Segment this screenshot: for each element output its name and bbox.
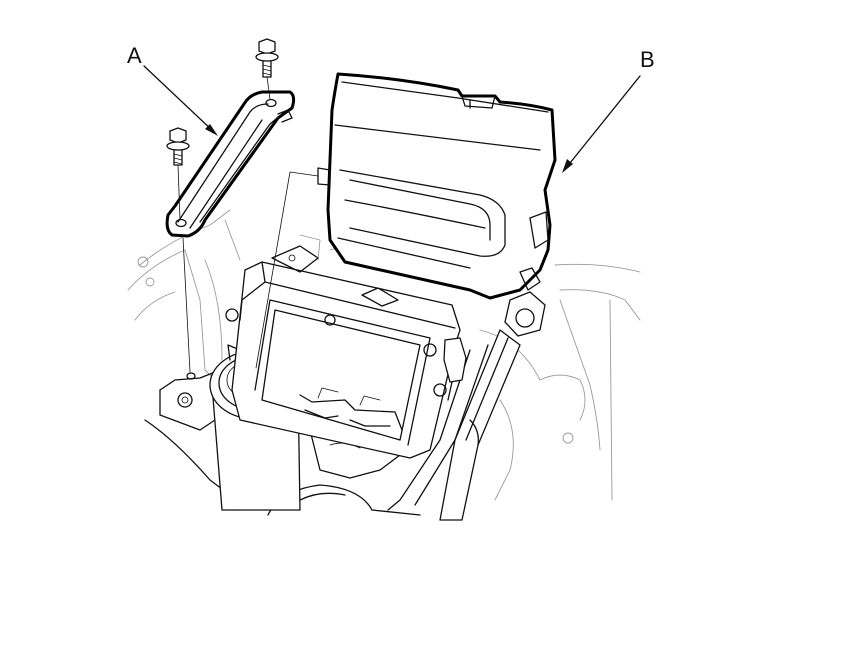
mounting-bracket — [165, 90, 296, 238]
callout-label-b: B — [640, 47, 655, 72]
alignment-lines — [182, 171, 319, 380]
callout-label-a: A — [127, 43, 142, 68]
callout-arrows — [143, 65, 641, 173]
hoses — [387, 267, 546, 521]
ecu-unit — [317, 72, 557, 300]
arrowhead-b — [562, 159, 573, 173]
ecu-tray — [225, 245, 461, 459]
arrowhead-a — [205, 124, 218, 136]
bolt-right — [255, 38, 279, 100]
bolt-left — [166, 127, 190, 220]
